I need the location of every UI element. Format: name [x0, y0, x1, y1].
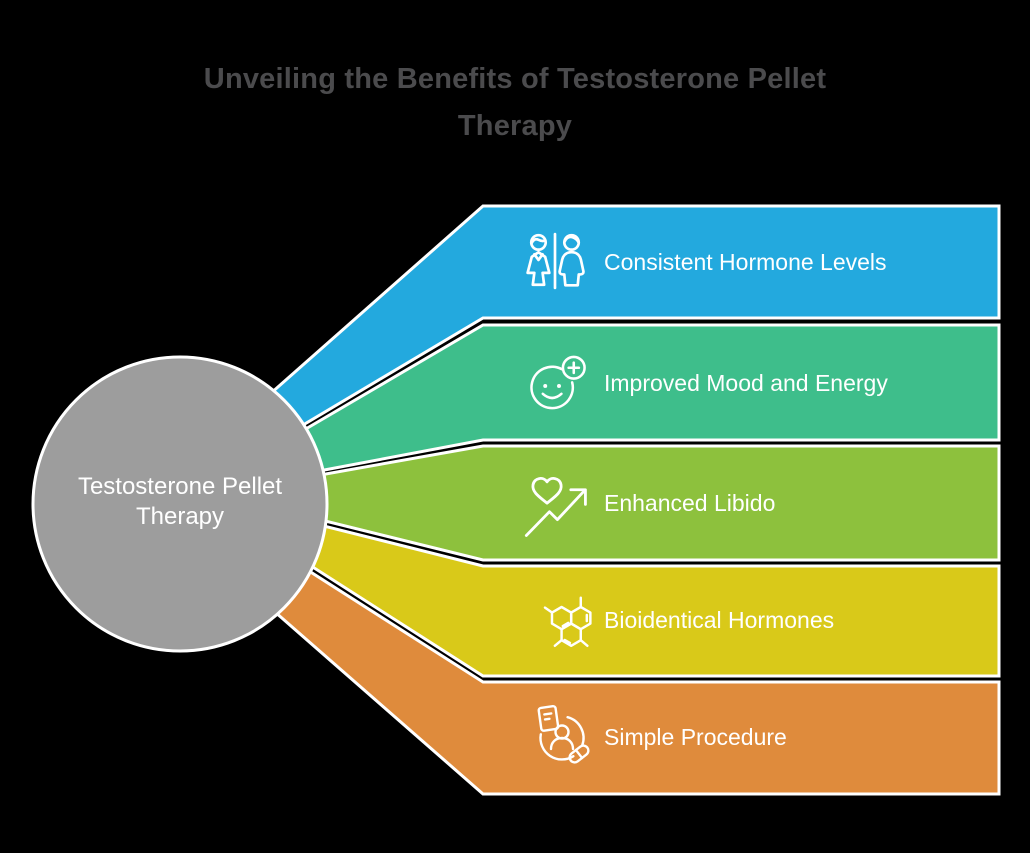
- page-title-line1: Unveiling the Benefits of Testosterone P…: [203, 63, 827, 95]
- center-circle-label: Testosterone Pellet Therapy: [77, 473, 283, 530]
- benefit-label-bioidentical-hormones: Bioidentical Hormones: [604, 607, 835, 633]
- page-title: Unveiling the Benefits of Testosterone P…: [0, 56, 1030, 150]
- smiley-plus-icon: [526, 352, 592, 413]
- molecule-icon: [534, 591, 599, 655]
- benefit-label-simple-procedure: Simple Procedure: [604, 724, 787, 750]
- benefit-label-consistent-hormone-levels: Consistent Hormone Levels: [604, 249, 887, 275]
- page-title-line2: Therapy: [457, 110, 573, 142]
- benefit-label-enhanced-libido: Enhanced Libido: [604, 490, 776, 516]
- heart-trend-arrow-icon: [519, 468, 597, 542]
- male-female-icon: [521, 230, 589, 292]
- benefit-label-improved-mood-and-energy: Improved Mood and Energy: [604, 370, 888, 396]
- center-circle: [31, 355, 329, 653]
- clipboard-person-pill-icon: [524, 701, 596, 765]
